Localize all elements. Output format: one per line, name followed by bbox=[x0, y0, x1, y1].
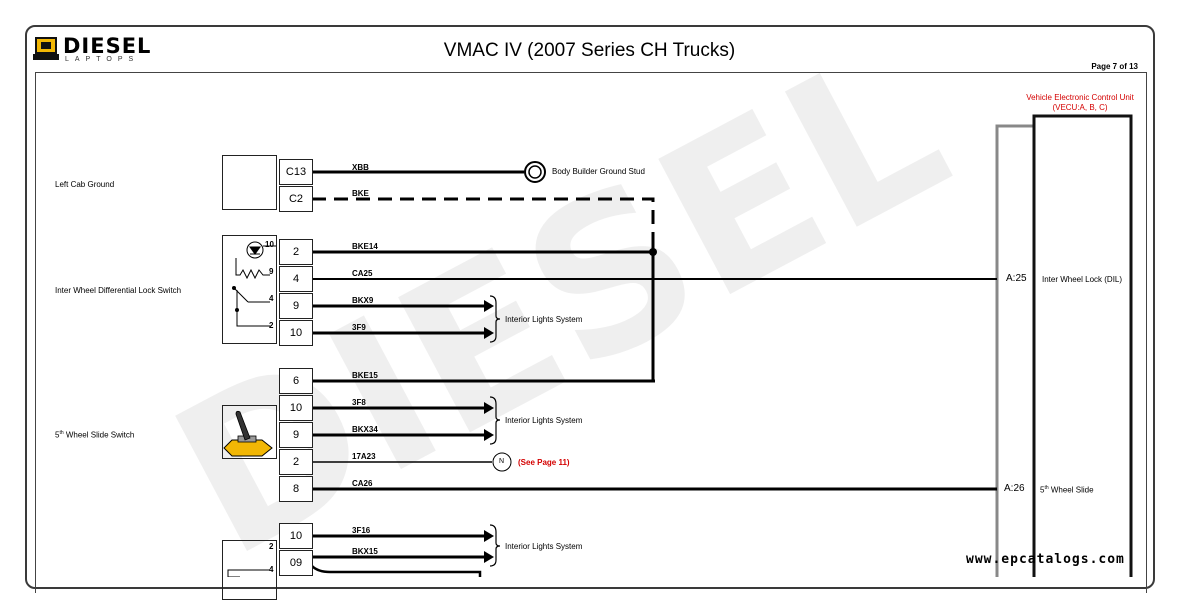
footer-url: www.epcatalogs.com bbox=[966, 552, 1125, 567]
brand-word: DIESEL bbox=[63, 34, 152, 58]
page-number: Page 7 of 13 bbox=[1091, 62, 1138, 71]
pin-8: 8 bbox=[279, 476, 313, 502]
pin-2b: 2 bbox=[279, 449, 313, 475]
see-page-link[interactable]: (See Page 11) bbox=[518, 458, 570, 467]
arrow-bkx15 bbox=[484, 551, 494, 563]
arrow-bkx34 bbox=[484, 429, 494, 441]
ecu-title-line1: Vehicle Electronic Control Unit bbox=[1026, 93, 1134, 102]
pin-c13: C13 bbox=[279, 159, 313, 185]
wire-label-17a23: 17A23 bbox=[352, 452, 376, 461]
ecu-function-lock: Inter Wheel Lock (DIL) bbox=[1042, 275, 1123, 284]
brace-3 bbox=[489, 524, 501, 567]
brace-2 bbox=[489, 396, 501, 445]
wire-label-bkx34: BKX34 bbox=[352, 425, 378, 434]
laptop-logo-icon bbox=[33, 37, 59, 60]
ecu-function-slide: 5th Wheel Slide bbox=[1040, 485, 1094, 495]
third-switch-symbol bbox=[227, 569, 270, 577]
pin-9b: 9 bbox=[279, 422, 313, 448]
group-label-slide-switch: 5th Wheel Slide Switch bbox=[55, 430, 135, 440]
diesel-laptops-logo: DIESEL LAPTOPS bbox=[33, 34, 150, 66]
toggle-switch-icon bbox=[223, 410, 273, 457]
pin-4: 4 bbox=[279, 266, 313, 292]
dest-ground-stud: Body Builder Ground Stud bbox=[552, 167, 645, 176]
third-switch-pin-4: 4 bbox=[269, 565, 274, 574]
wire-label-3f9: 3F9 bbox=[352, 323, 366, 332]
switch-pin-10: 10 bbox=[265, 240, 274, 249]
wire-label-3f16: 3F16 bbox=[352, 526, 371, 535]
slide-switch-box bbox=[222, 405, 277, 459]
dest-interior-lights-1: Interior Lights System bbox=[505, 315, 583, 324]
wire-label-bkx9: BKX9 bbox=[352, 296, 374, 305]
page-title: VMAC IV (2007 Series CH Trucks) bbox=[443, 40, 736, 61]
brace-1 bbox=[489, 295, 501, 343]
ecu-block bbox=[995, 114, 1133, 577]
switch-pin-9: 9 bbox=[269, 267, 274, 276]
wire-label-bke: BKE bbox=[352, 189, 369, 198]
pin-10b: 10 bbox=[279, 395, 313, 421]
pin-10: 10 bbox=[279, 320, 313, 346]
wire-label-3f8: 3F8 bbox=[352, 398, 366, 407]
wire-bke bbox=[312, 197, 655, 252]
arrow-3f8 bbox=[484, 402, 494, 414]
wire-label-bke14: BKE14 bbox=[352, 242, 378, 251]
lock-switch-box bbox=[222, 235, 277, 344]
dest-interior-lights-2: Interior Lights System bbox=[505, 416, 583, 425]
pin-c2: C2 bbox=[279, 186, 313, 212]
wire-lower bbox=[311, 565, 482, 577]
ground-stud-icon bbox=[524, 161, 546, 183]
ecu-pin-a26: A:26 bbox=[1004, 483, 1025, 494]
switch-pin-2: 2 bbox=[269, 321, 274, 330]
wire-label-xbb: XBB bbox=[352, 163, 369, 172]
drawing-area bbox=[35, 72, 1147, 593]
wire-label-bke15: BKE15 bbox=[352, 371, 378, 380]
node-circle bbox=[492, 452, 512, 472]
ecu-pin-a25: A:25 bbox=[1006, 273, 1027, 284]
ecu-title: Vehicle Electronic Control Unit (VECU:A,… bbox=[1010, 93, 1150, 113]
wire-label-bkx15: BKX15 bbox=[352, 547, 378, 556]
pin-09: 09 bbox=[279, 550, 313, 576]
arrow-3f9 bbox=[484, 327, 494, 339]
drawing-frame bbox=[25, 25, 1155, 589]
dest-interior-lights-3: Interior Lights System bbox=[505, 542, 583, 551]
ecu-title-line2: (VECU:A, B, C) bbox=[1052, 103, 1108, 112]
lock-switch-symbol bbox=[232, 241, 276, 327]
arrow-bkx9 bbox=[484, 300, 494, 312]
group-label-lock-switch: Inter Wheel Differential Lock Switch bbox=[55, 286, 182, 295]
pin-9: 9 bbox=[279, 293, 313, 319]
pin-2: 2 bbox=[279, 239, 313, 265]
group-label-left-cab-ground: Left Cab Ground bbox=[55, 180, 115, 189]
switch-pin-4: 4 bbox=[269, 294, 274, 303]
node-label: N bbox=[499, 458, 505, 465]
arrow-3f16 bbox=[484, 530, 494, 542]
brand-sub: LAPTOPS bbox=[65, 56, 140, 63]
third-switch-pin-2: 2 bbox=[269, 542, 274, 551]
pin-10c: 10 bbox=[279, 523, 313, 549]
wire-label-ca26: CA26 bbox=[352, 479, 373, 488]
pin-6: 6 bbox=[279, 368, 313, 394]
ground-device-box bbox=[222, 155, 277, 210]
wiring-diagram: DIESEL bbox=[138, 1, 1133, 577]
wire-label-ca25: CA25 bbox=[352, 269, 373, 278]
